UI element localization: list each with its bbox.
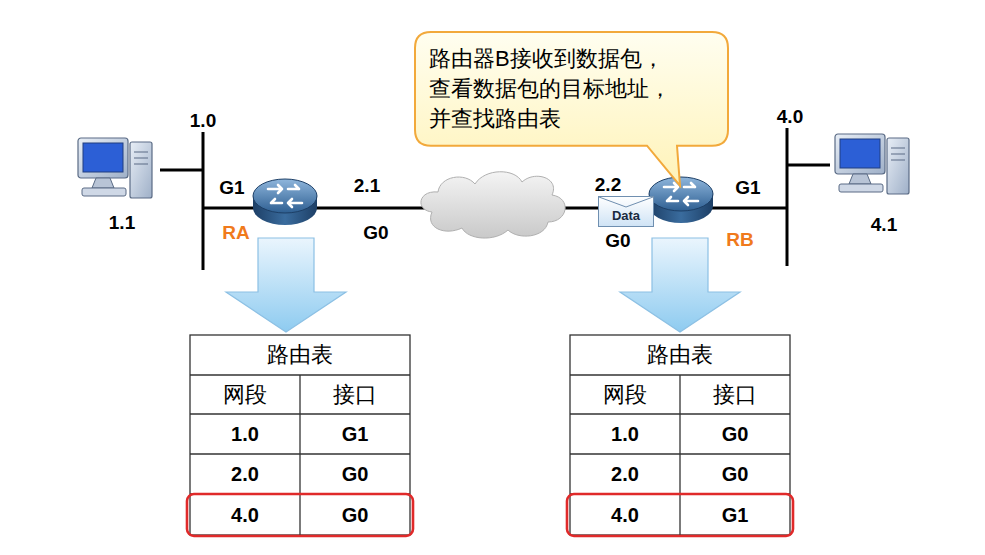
interface-address: 2.1 — [354, 176, 380, 197]
network-cloud — [421, 172, 565, 238]
host-address: 1.1 — [109, 213, 135, 234]
down-arrow — [620, 238, 740, 332]
router-icon — [649, 177, 713, 223]
interface-name: G1 — [735, 178, 760, 199]
down-arrow — [226, 238, 346, 332]
table-header-cell: 接口 — [713, 382, 757, 406]
network-address: 1.0 — [190, 111, 216, 132]
envelope-flap — [599, 197, 653, 207]
pc-icon — [78, 138, 152, 198]
table-header-cell: 网段 — [603, 382, 647, 406]
envelope-shape — [599, 197, 654, 227]
table-cell: G0 — [722, 463, 749, 485]
table-header-cell: 网段 — [223, 382, 267, 406]
interface-address: 2.2 — [595, 175, 621, 196]
callout-shape — [415, 32, 728, 186]
router-icon — [253, 179, 317, 225]
callout-bubble: 路由器B接收到数据包， 查看数据包的目标地址， 并查找路由表 — [415, 32, 728, 146]
table-cell: 2.0 — [231, 463, 259, 485]
table-cell: 1.0 — [231, 423, 259, 445]
pc-icon — [835, 134, 909, 194]
router-name: RB — [726, 230, 753, 251]
table-cell: G0 — [342, 463, 369, 485]
packet-label: Data — [598, 209, 654, 223]
table-cell: 1.0 — [611, 423, 639, 445]
table-cell: G1 — [722, 504, 749, 526]
table-title: 路由表 — [570, 342, 790, 368]
interface-name: G0 — [605, 231, 630, 252]
highlight-frame — [187, 494, 793, 536]
table-cell: G0 — [342, 504, 369, 526]
data-packet: Data — [598, 196, 654, 227]
interface-name: G1 — [219, 178, 244, 199]
network-address: 4.0 — [777, 107, 803, 128]
table-cell: 4.0 — [611, 504, 639, 526]
callout-text: 路由器B接收到数据包， 查看数据包的目标地址， 并查找路由表 — [429, 44, 714, 134]
router-name: RA — [222, 223, 249, 244]
routing-table-grid — [190, 335, 790, 535]
table-cell: G0 — [722, 423, 749, 445]
table-header-cell: 接口 — [333, 382, 377, 406]
routing-table: 路由表 — [570, 335, 790, 535]
table-cell: G1 — [342, 423, 369, 445]
host-address: 4.1 — [871, 215, 897, 236]
interface-name: G0 — [363, 223, 388, 244]
table-title: 路由表 — [190, 342, 410, 368]
routing-table: 路由表 — [190, 335, 410, 535]
table-cell: 4.0 — [231, 504, 259, 526]
table-cell: 2.0 — [611, 463, 639, 485]
